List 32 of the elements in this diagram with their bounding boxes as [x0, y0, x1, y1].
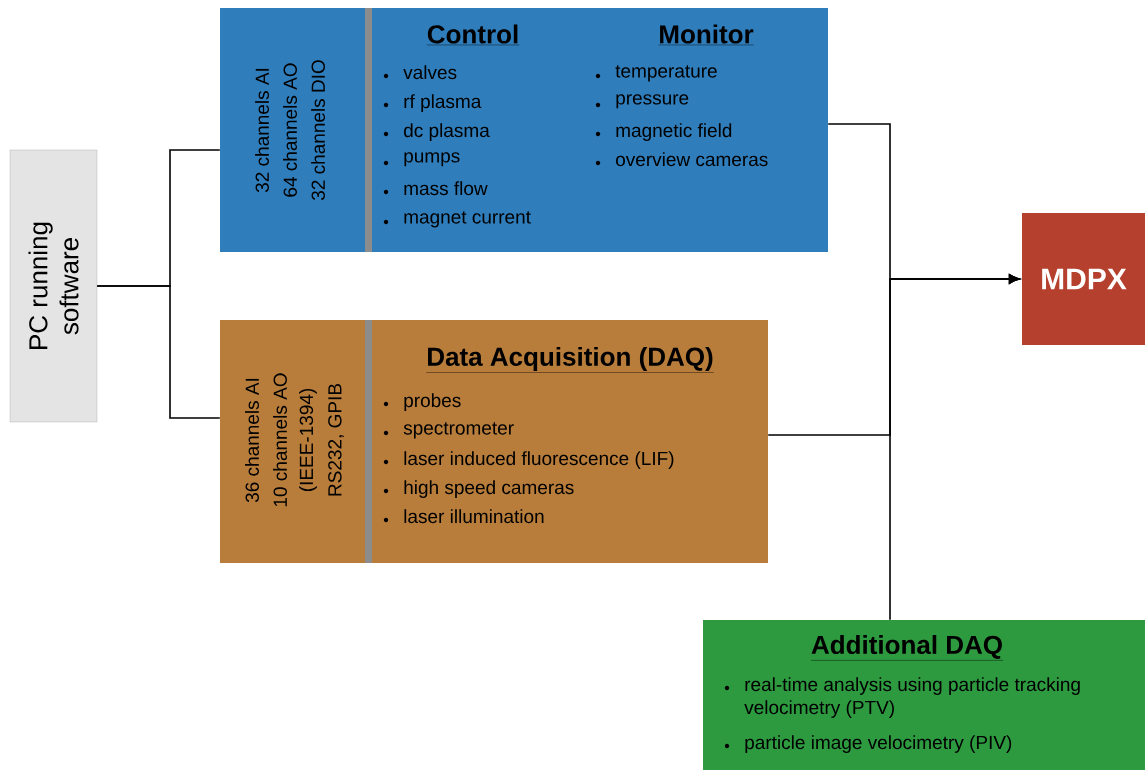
- list-item: pumps: [383, 152, 460, 167]
- channel-label: 32 channels DIO: [311, 60, 325, 201]
- connector: [96, 285, 221, 419]
- list-item: rf plasma: [383, 94, 482, 112]
- heading: Additional DAQ: [810, 635, 1004, 661]
- list-item: laser illumination: [383, 509, 544, 524]
- list-item: temperature: [595, 65, 717, 82]
- connector: [889, 274, 1020, 621]
- channel-label: 36 channels AI: [245, 378, 259, 503]
- target-box: MDPX: [1022, 213, 1145, 345]
- list-item: magnetic field: [595, 123, 732, 141]
- channel-label: 32 channels AI: [255, 68, 269, 193]
- list-item: spectrometer: [383, 422, 514, 439]
- channel-label: (IEEE-1394): [299, 388, 317, 492]
- heading: Monitor: [658, 24, 754, 46]
- list-item: overview cameras: [595, 152, 768, 167]
- list-item: laser induced fluorescence (LIF): [383, 451, 674, 469]
- list-item: particle image velocimetry (PIV): [724, 735, 1012, 753]
- list-item: magnet current: [383, 211, 531, 228]
- list-item: real-time analysis using particle tracking velocimetry (PTV): [724, 677, 1080, 718]
- list-item: valves: [383, 65, 457, 80]
- heading: Data Acquisition (DAQ): [426, 346, 714, 373]
- computer-box: PC running software: [9, 149, 98, 423]
- list-item: pressure: [595, 94, 689, 109]
- list-item: high speed cameras: [383, 480, 574, 498]
- channel-label: 64 channels AO: [283, 63, 297, 197]
- list-item: mass flow: [383, 181, 488, 196]
- channel-label: RS232, GPIB: [328, 384, 344, 496]
- list-item: dc plasma: [383, 123, 490, 141]
- channel-label: 10 channels AO: [273, 373, 287, 507]
- list-item: probes: [383, 393, 461, 411]
- heading: Control: [426, 24, 520, 46]
